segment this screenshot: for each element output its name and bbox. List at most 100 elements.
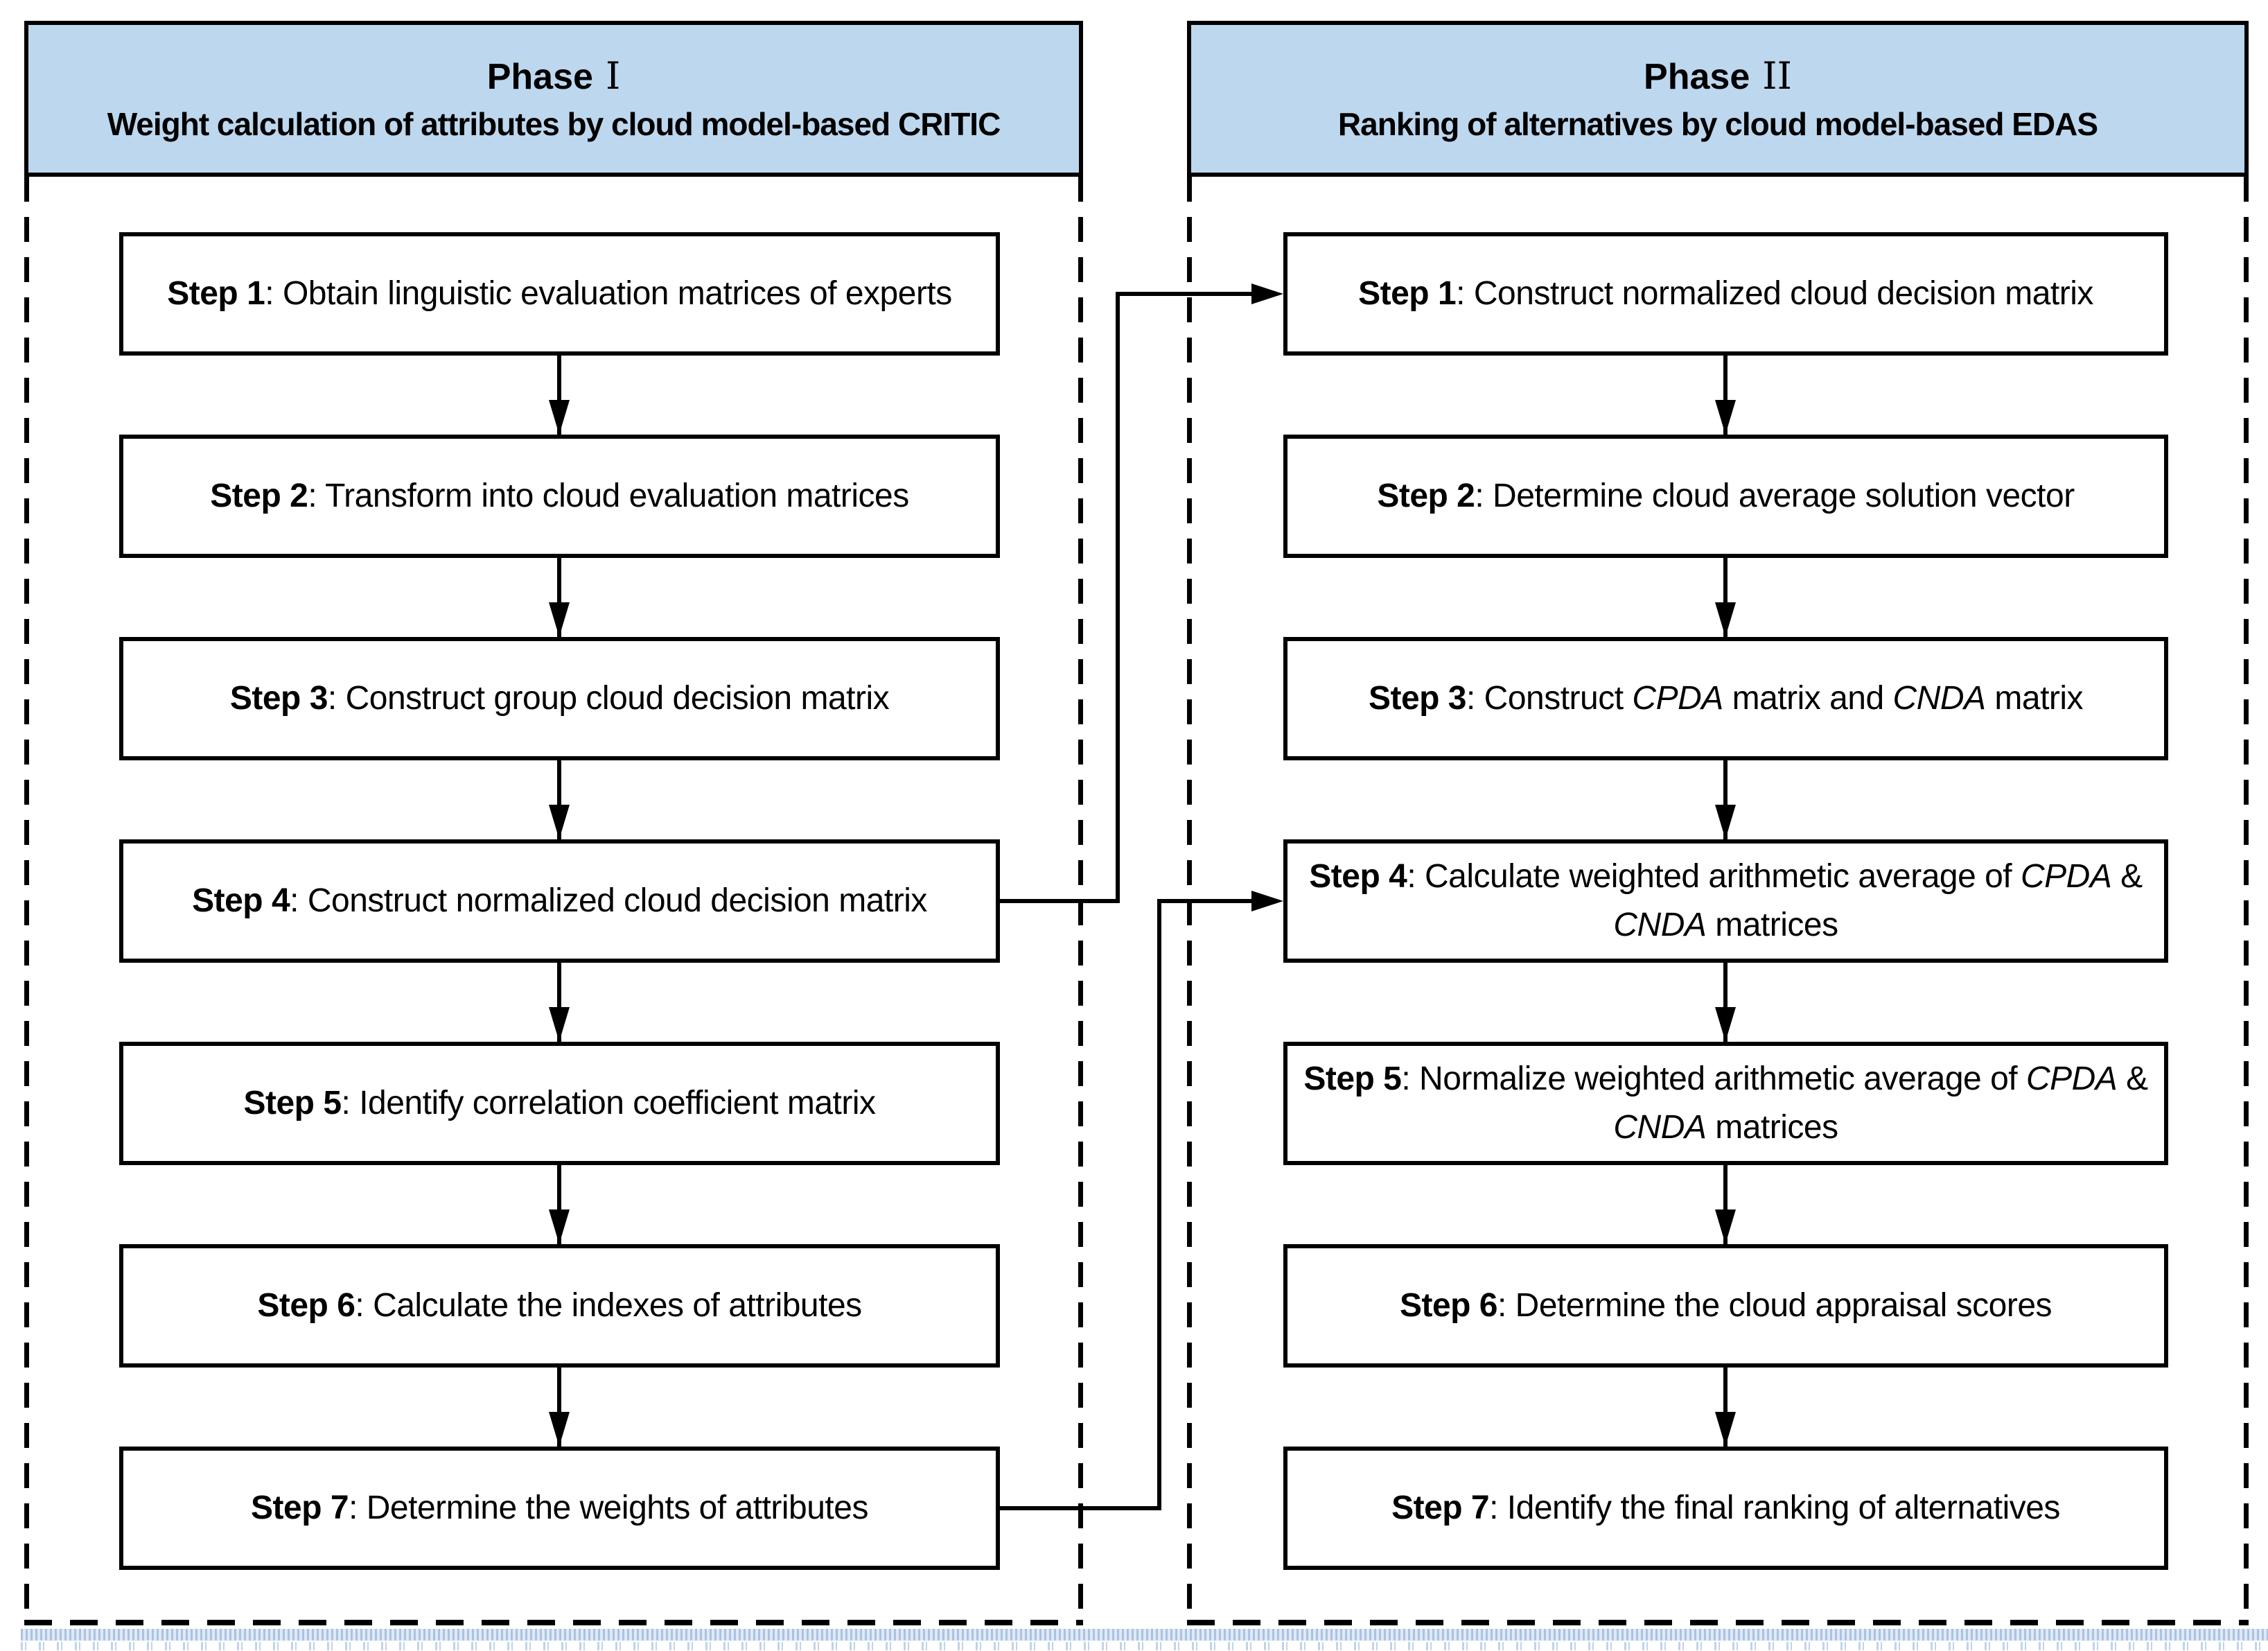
phase2-step2-label: Step 2 (1377, 478, 1475, 515)
phase1-step5-box: Step 5: Identify correlation coefficient… (119, 1042, 1000, 1165)
phase1-step3-label: Step 3 (229, 680, 328, 717)
phase2-step1-text: Step 1: Construct normalized cloud decis… (1351, 270, 2100, 318)
phase1-step7-rest: : Determine the weights of attributes (349, 1490, 868, 1527)
phase1-step6-label: Step 6 (257, 1287, 355, 1325)
phase2-step7-text: Step 7: Identify the final ranking of al… (1384, 1484, 2067, 1532)
phase2-step1-label: Step 1 (1358, 275, 1457, 313)
phase2-step5-label: Step 5 (1303, 1060, 1402, 1098)
phase1-step2-text: Step 2: Transform into cloud evaluation … (203, 472, 915, 521)
phase2-step2-text: Step 2: Determine cloud average solution… (1370, 472, 2081, 521)
phase2-step6-box: Step 6: Determine the cloud appraisal sc… (1283, 1244, 2168, 1368)
connector-p1s4-to-p2s1-segment-up (1116, 292, 1120, 903)
phase1-step1-label: Step 1 (167, 275, 265, 313)
phase2-header: Phase II Ranking of alternatives by cloud… (1187, 21, 2249, 177)
phase1-step4-text: Step 4: Construct normalized cloud decis… (185, 877, 934, 925)
connector-p1s4-to-p2s1-segment-out (996, 899, 1120, 903)
phase2-step3-rest: : Construct CPDA matrix and CNDA matrix (1466, 680, 2084, 717)
phase1-step1-rest: : Obtain linguistic evaluation matrices … (265, 275, 952, 313)
connector-p1s4-to-p2s1-arrowhead (1251, 283, 1283, 304)
phase1-arrow-line-3-4 (557, 760, 561, 839)
phase1-step3-rest: : Construct group cloud decision matrix (327, 680, 890, 717)
phase2-arrowhead-4-5 (1715, 1007, 1736, 1042)
phase1-step6-box: Step 6: Calculate the indexes of attribu… (119, 1244, 1000, 1368)
phase1-arrow-line-2-3 (557, 558, 561, 637)
phase2-title-prefix: Phase (1644, 56, 1750, 97)
phase2-step1-box: Step 1: Construct normalized cloud decis… (1283, 232, 2168, 356)
phase2-step2-rest: : Determine cloud average solution vecto… (1475, 478, 2075, 515)
phase2-step3-label: Step 3 (1368, 680, 1467, 717)
phase1-step6-text: Step 6: Calculate the indexes of attribu… (250, 1282, 868, 1330)
phase2-step1-rest: : Construct normalized cloud decision ma… (1456, 275, 2093, 313)
phase2-dashed-border-right (2244, 177, 2249, 1625)
phase1-title-numeral: I (605, 53, 621, 98)
phase2-step6-rest: : Determine the cloud appraisal scores (1497, 1287, 2052, 1325)
phase2-dashed-border-bottom (1187, 1620, 2249, 1625)
phase2-arrowhead-2-3 (1715, 602, 1736, 637)
phase2-step7-label: Step 7 (1391, 1490, 1490, 1527)
phase2-step6-label: Step 6 (1399, 1287, 1498, 1325)
phase1-arrowhead-3-4 (549, 805, 570, 839)
phase2-step3-text: Step 3: Construct CPDA matrix and CNDA m… (1362, 674, 2090, 723)
phase1-step3-text: Step 3: Construct group cloud decision m… (223, 674, 896, 723)
phase2-arrowhead-1-2 (1715, 400, 1736, 435)
connector-p1s7-to-p2s4-segment-up (1157, 899, 1161, 1510)
phase1-step1-text: Step 1: Obtain linguistic evaluation mat… (160, 270, 959, 318)
phase1-step7-label: Step 7 (251, 1490, 349, 1527)
phase1-step7-box: Step 7: Determine the weights of attribu… (119, 1447, 1000, 1570)
phase2-arrow-line-6-7 (1723, 1368, 1728, 1447)
connector-p1s7-to-p2s4-arrowhead (1251, 891, 1283, 911)
phase2-arrow-line-4-5 (1723, 963, 1728, 1042)
phase1-step7-text: Step 7: Determine the weights of attribu… (244, 1484, 875, 1532)
phase2-step7-box: Step 7: Identify the final ranking of al… (1283, 1447, 2168, 1570)
phase1-arrowhead-6-7 (549, 1412, 570, 1447)
phase2-step4-text: Step 4: Calculate weighted arithmetic av… (1287, 853, 2164, 949)
phase2-step2-box: Step 2: Determine cloud average solution… (1283, 435, 2168, 558)
phase1-arrow-line-6-7 (557, 1368, 561, 1447)
phase1-step6-rest: : Calculate the indexes of attributes (355, 1287, 862, 1325)
phase1-step2-box: Step 2: Transform into cloud evaluation … (119, 435, 1000, 558)
phase1-arrowhead-5-6 (549, 1209, 570, 1244)
phase1-title: Phase I (487, 54, 621, 99)
phase1-step2-rest: : Transform into cloud evaluation matric… (308, 478, 909, 515)
phase2-arrow-line-5-6 (1723, 1165, 1728, 1244)
phase2-subtitle: Ranking of alternatives by cloud model-b… (1337, 106, 2098, 143)
phase2-step7-rest: : Identify the final ranking of alternat… (1489, 1490, 2060, 1527)
phase2-arrow-line-1-2 (1723, 356, 1728, 435)
phase1-step5-rest: : Identify correlation coefficient matri… (341, 1085, 876, 1122)
phase2-arrow-line-2-3 (1723, 558, 1728, 637)
phase2-arrowhead-6-7 (1715, 1412, 1736, 1447)
phase1-step4-rest: : Construct normalized cloud decision ma… (290, 882, 927, 920)
phase2-arrowhead-3-4 (1715, 805, 1736, 839)
phase1-step4-box: Step 4: Construct normalized cloud decis… (119, 839, 1000, 963)
connector-p1s7-to-p2s4-segment-in (1157, 899, 1254, 903)
phase2-step4-rest: : Calculate weighted arithmetic average … (1407, 858, 2143, 943)
phase2-step5-text: Step 5: Normalize weighted arithmetic av… (1287, 1055, 2164, 1151)
phase1-step1-box: Step 1: Obtain linguistic evaluation mat… (119, 232, 1000, 356)
phase1-step5-label: Step 5 (243, 1085, 342, 1122)
connector-p1s4-to-p2s1-segment-in (1116, 292, 1254, 296)
phase2-step5-rest: : Normalize weighted arithmetic average … (1401, 1060, 2148, 1146)
phase1-step4-label: Step 4 (192, 882, 290, 920)
phase2-title: Phase II (1644, 54, 1792, 99)
phase1-step5-text: Step 5: Identify correlation coefficient… (236, 1079, 882, 1128)
phase1-subtitle: Weight calculation of attributes by clou… (107, 106, 1001, 143)
phase1-arrowhead-2-3 (549, 602, 570, 637)
phase1-header: Phase I Weight calculation of attributes … (24, 21, 1083, 177)
phase2-arrow-line-3-4 (1723, 760, 1728, 839)
bottom-artifact-strip-lower (21, 1642, 2268, 1650)
phase1-arrowhead-4-5 (549, 1007, 570, 1042)
phase2-step4-box: Step 4: Calculate weighted arithmetic av… (1283, 839, 2168, 963)
bottom-artifact-strip-upper (21, 1629, 2268, 1641)
phase2-title-numeral: II (1762, 53, 1792, 98)
phase1-arrow-line-1-2 (557, 356, 561, 435)
phase1-title-prefix: Phase (486, 56, 593, 97)
phase1-dashed-border-left (24, 177, 29, 1625)
phase1-step2-label: Step 2 (210, 478, 308, 515)
phase2-step4-label: Step 4 (1309, 858, 1407, 896)
phase2-step5-box: Step 5: Normalize weighted arithmetic av… (1283, 1042, 2168, 1165)
phase1-arrowhead-1-2 (549, 400, 570, 435)
phase1-arrow-line-5-6 (557, 1165, 561, 1244)
phase1-dashed-border-bottom (24, 1620, 1083, 1625)
connector-p1s7-to-p2s4-segment-out (996, 1506, 1161, 1510)
